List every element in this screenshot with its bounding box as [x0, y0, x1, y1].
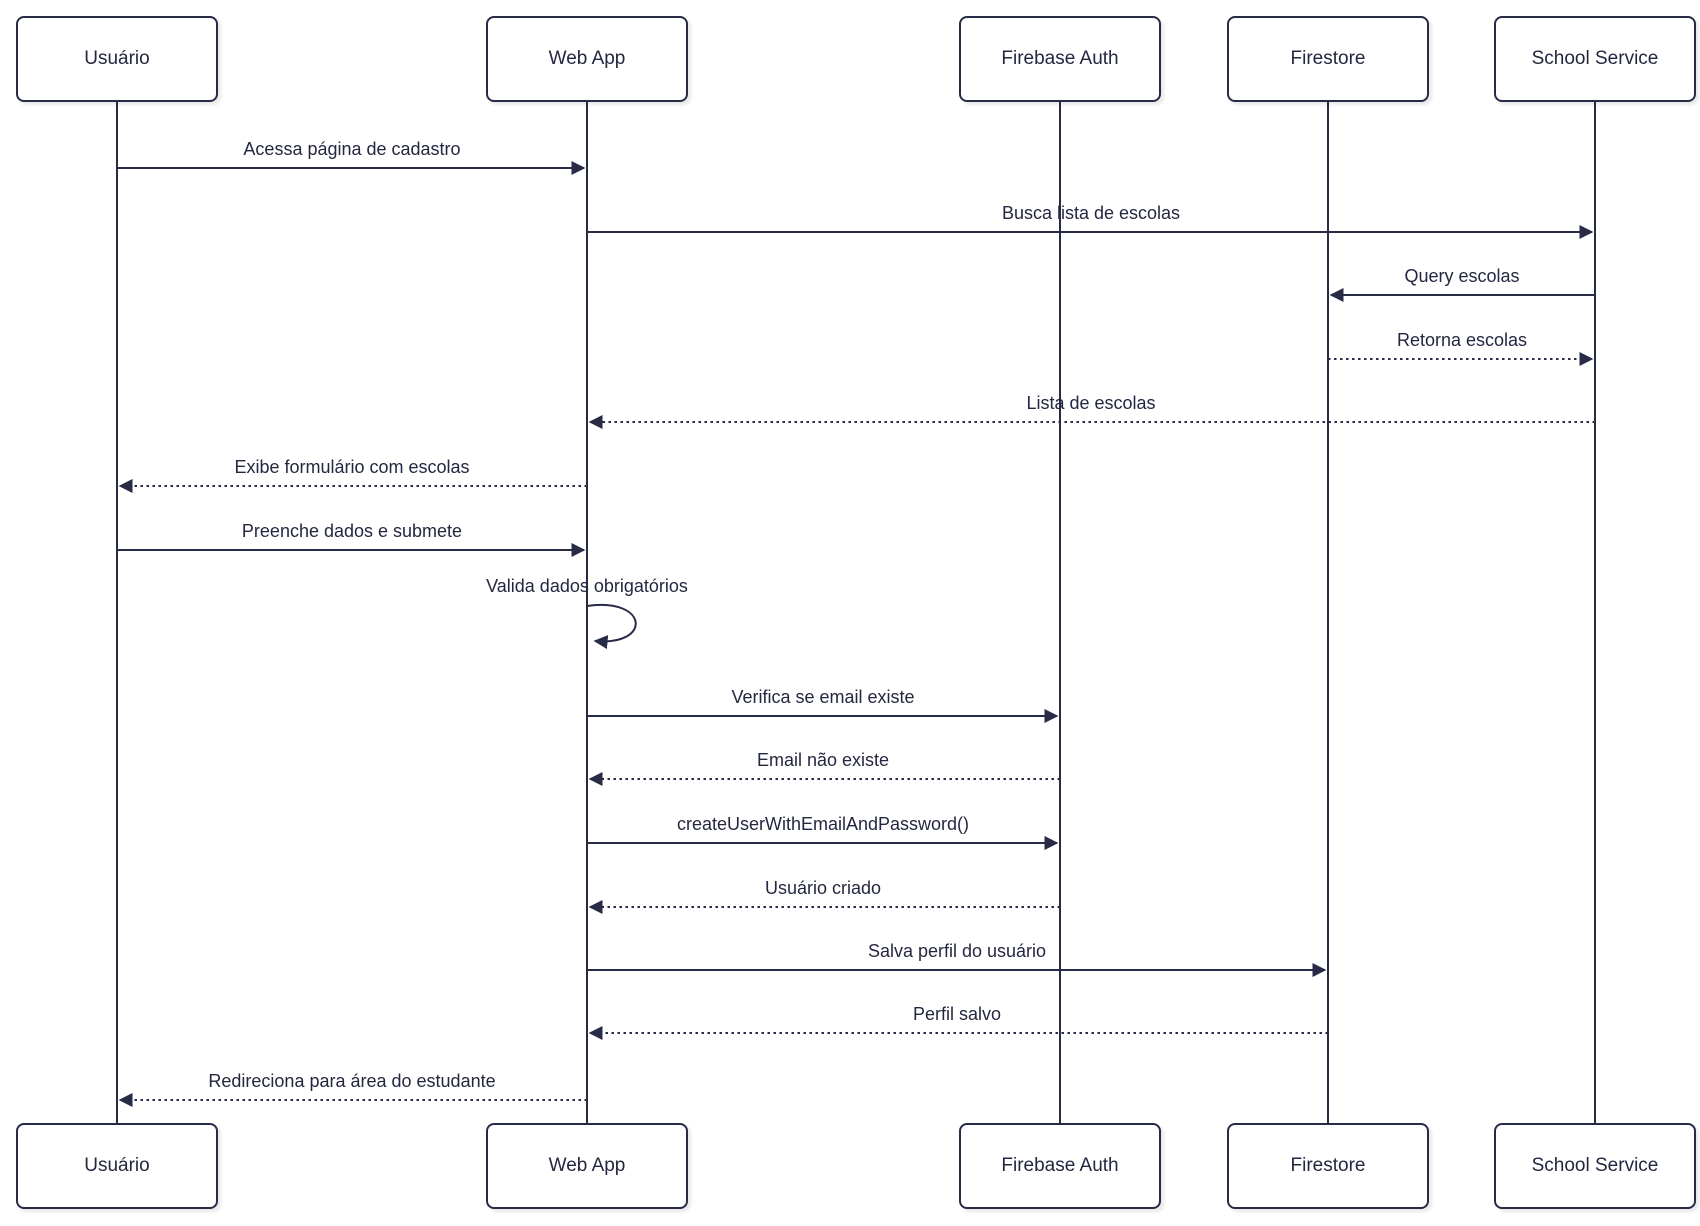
message-label-6: Exibe formulário com escolas — [234, 457, 470, 477]
participant-top-usuario: Usuário — [16, 16, 218, 102]
participant-bottom-school-service: School Service — [1494, 1123, 1696, 1209]
participant-bottom-firebase-auth: Firebase Auth — [959, 1123, 1161, 1209]
message-label-2: Busca lista de escolas — [1001, 203, 1181, 223]
participant-top-firestore: Firestore — [1227, 16, 1429, 102]
message-label-12: Usuário criado — [764, 878, 882, 898]
message-self-loop-8 — [586, 603, 637, 650]
message-label-13: Salva perfil do usuário — [867, 941, 1047, 961]
message-label-5: Lista de escolas — [1026, 393, 1156, 413]
participant-bottom-usuario: Usuário — [16, 1123, 218, 1209]
message-label-3: Query escolas — [1404, 266, 1520, 286]
message-label-11: createUserWithEmailAndPassword() — [676, 814, 970, 834]
participant-bottom-firestore: Firestore — [1227, 1123, 1429, 1209]
participant-top-web-app: Web App — [486, 16, 688, 102]
message-label-8: Valida dados obrigatórios — [486, 576, 688, 596]
participant-top-firebase-auth: Firebase Auth — [959, 16, 1161, 102]
message-label-14: Perfil salvo — [912, 1004, 1002, 1024]
message-label-1: Acessa página de cadastro — [243, 139, 461, 159]
message-label-15: Redireciona para área do estudante — [208, 1071, 496, 1091]
message-label-7: Preenche dados e submete — [241, 521, 463, 541]
message-label-9: Verifica se email existe — [731, 687, 915, 707]
participant-top-school-service: School Service — [1494, 16, 1696, 102]
participant-bottom-web-app: Web App — [486, 1123, 688, 1209]
message-label-10: Email não existe — [756, 750, 890, 770]
message-label-4: Retorna escolas — [1396, 330, 1528, 350]
